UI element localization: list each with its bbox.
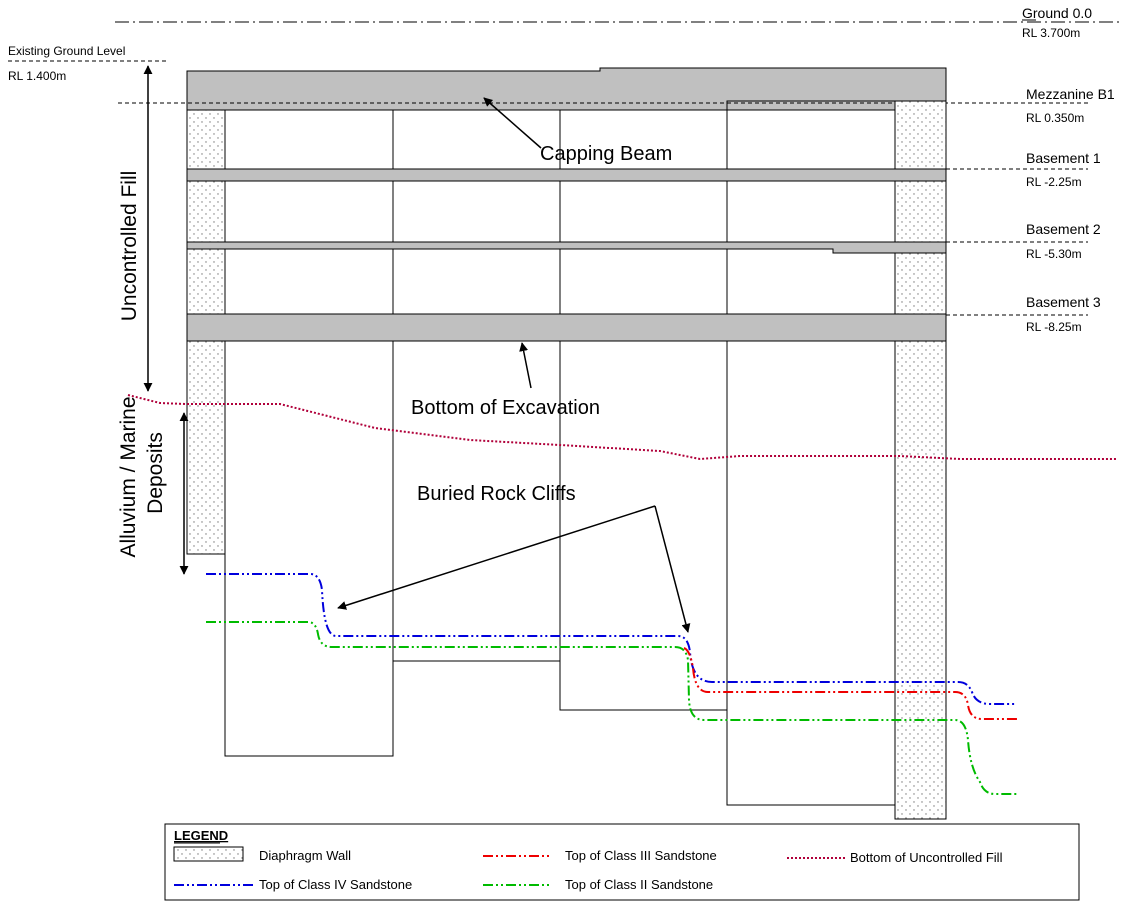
diaphragm-wall-right xyxy=(894,100,947,820)
basement-3-label: Basement 3 xyxy=(1026,294,1101,310)
legend-fill-label: Bottom of Uncontrolled Fill xyxy=(850,850,1003,865)
basement-2-rl: RL -5.30m xyxy=(1026,247,1082,261)
basement-1-label: Basement 1 xyxy=(1026,150,1101,166)
legend-title: LEGEND xyxy=(174,828,228,843)
existing-ground-rl: RL 1.400m xyxy=(8,69,66,83)
legend-diaphragm-swatch xyxy=(173,846,244,862)
legend-class3-label: Top of Class III Sandstone xyxy=(565,848,717,863)
basement-1-rl: RL -2.25m xyxy=(1026,175,1082,189)
alluvium-label-line1: Alluvium / Marine xyxy=(117,396,140,557)
ground-label: Ground 0.0 xyxy=(1022,5,1092,21)
mezzanine-rl: RL 0.350m xyxy=(1026,111,1084,125)
fill-stratum-label: Uncontrolled Fill xyxy=(118,171,141,322)
alluvium-label-line2: Deposits xyxy=(144,432,167,514)
legend-box xyxy=(164,823,1080,901)
rock-cliff-arrow-left xyxy=(337,505,656,610)
pile-4 xyxy=(726,100,896,806)
bottom-of-fill-line xyxy=(127,394,1117,461)
legend-diaphragm-label: Diaphragm Wall xyxy=(259,848,351,863)
bottom-excavation-label: Bottom of Excavation xyxy=(411,397,600,419)
capping-beam-arrow xyxy=(483,97,542,149)
capping-beam xyxy=(186,67,947,111)
basement-3-slab xyxy=(186,313,947,342)
class-4-sandstone-line xyxy=(206,573,1017,705)
buried-rock-cliffs-label: Buried Rock Cliffs xyxy=(417,483,576,505)
basement-2-label: Basement 2 xyxy=(1026,221,1101,237)
basement-2-slab xyxy=(186,241,947,254)
bottom-excavation-arrow xyxy=(519,342,532,389)
class-3-sandstone-line xyxy=(683,647,1017,720)
pile-2 xyxy=(392,109,561,662)
legend-class4-label: Top of Class IV Sandstone xyxy=(259,877,412,892)
legend-class2-label: Top of Class II Sandstone xyxy=(565,877,713,892)
ground-rl: RL 3.700m xyxy=(1022,26,1080,40)
pile-1 xyxy=(224,109,394,757)
basement-3-rl: RL -8.25m xyxy=(1026,320,1082,334)
rock-cliff-arrow-right xyxy=(654,505,691,633)
class-2-sandstone-line xyxy=(206,621,1017,795)
basement-1-slab xyxy=(186,168,947,182)
mezzanine-label: Mezzanine B1 xyxy=(1026,86,1115,102)
capping-beam-label: Capping Beam xyxy=(540,143,672,165)
existing-ground-label: Existing Ground Level xyxy=(8,44,125,58)
